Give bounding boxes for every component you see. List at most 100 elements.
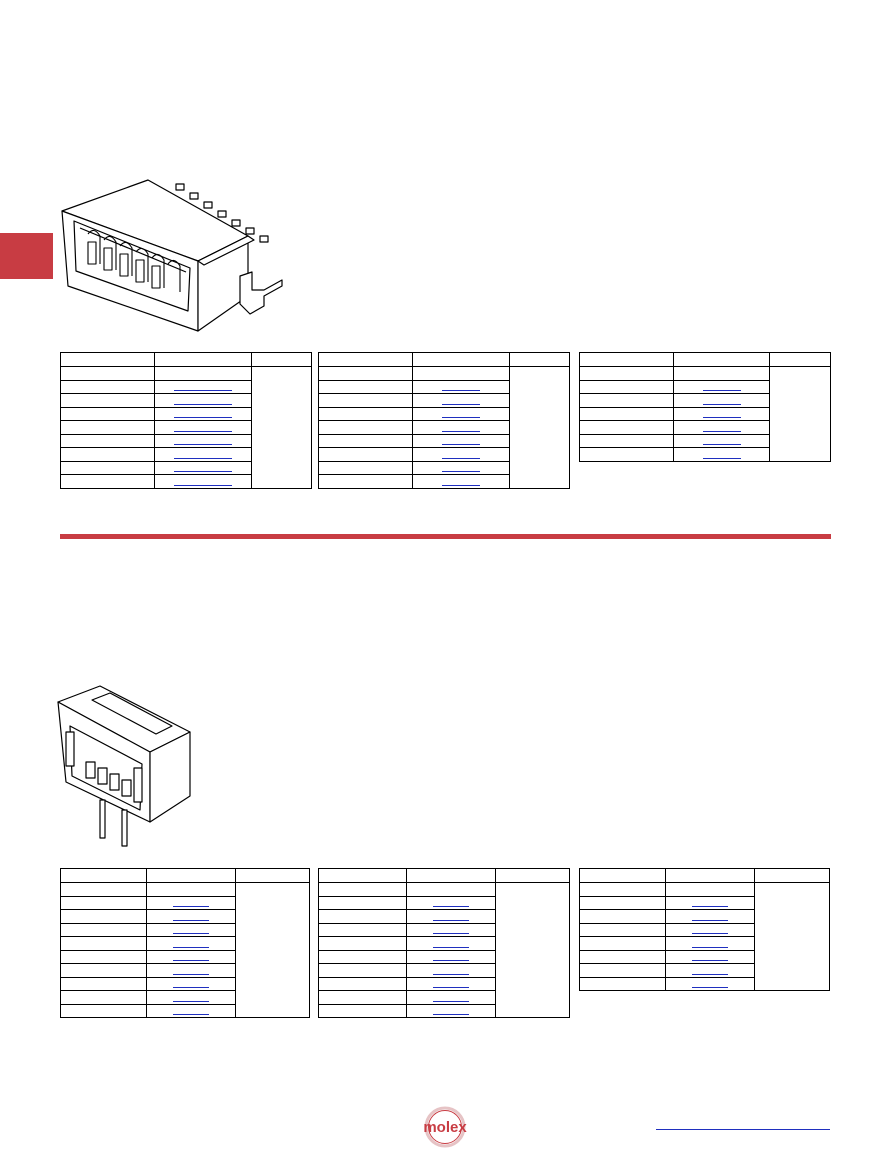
part-number-link[interactable] — [673, 379, 770, 394]
part-number-link[interactable] — [146, 922, 236, 937]
part-number-link[interactable] — [412, 393, 510, 408]
table-row — [318, 1003, 570, 1018]
part-number-link[interactable] — [154, 420, 252, 435]
table-row — [60, 366, 312, 489]
table-row — [579, 393, 831, 408]
part-number-link[interactable] — [406, 936, 496, 951]
table-row — [579, 379, 831, 394]
table-header-row — [60, 352, 312, 367]
table-row — [60, 882, 310, 1018]
top-table-2 — [318, 352, 570, 489]
part-number-link[interactable] — [412, 406, 510, 421]
table-row — [60, 1003, 310, 1018]
section-divider — [60, 534, 831, 539]
part-number-link[interactable] — [406, 990, 496, 1005]
table-header-row — [60, 868, 310, 883]
table-row — [60, 433, 312, 448]
part-number-link[interactable] — [665, 922, 755, 937]
table-row — [318, 922, 570, 937]
bottom-table-1 — [60, 868, 310, 1018]
table-row — [60, 976, 310, 991]
part-number-link[interactable] — [673, 447, 770, 462]
table-row — [318, 447, 570, 462]
top-table-1 — [60, 352, 312, 489]
table-row — [60, 379, 312, 394]
table-row — [579, 895, 830, 910]
table-row — [579, 366, 831, 462]
part-number-link[interactable] — [146, 949, 236, 964]
bottom-table-2 — [318, 868, 570, 1018]
part-number-link[interactable] — [406, 963, 496, 978]
part-number-link[interactable] — [154, 393, 252, 408]
table-header-row — [318, 868, 570, 883]
table-row — [60, 474, 312, 489]
table-row — [318, 936, 570, 951]
part-number-link[interactable] — [665, 963, 755, 978]
part-number-link[interactable] — [412, 379, 510, 394]
bottom-table-3 — [579, 868, 830, 991]
part-number-link[interactable] — [154, 460, 252, 475]
part-number-link[interactable] — [146, 895, 236, 910]
table-row — [579, 447, 831, 462]
part-number-link[interactable] — [154, 447, 252, 462]
part-number-link[interactable] — [406, 909, 496, 924]
part-number-link[interactable] — [406, 949, 496, 964]
part-number-link[interactable] — [154, 406, 252, 421]
part-number-link[interactable] — [665, 895, 755, 910]
section-side-tab — [0, 233, 53, 279]
part-number-link[interactable] — [406, 976, 496, 991]
part-number-link[interactable] — [146, 976, 236, 991]
table-header-row — [579, 352, 831, 367]
through-hole-connector-drawing — [52, 682, 197, 850]
part-number-link[interactable] — [154, 433, 252, 448]
part-number-link[interactable] — [154, 474, 252, 489]
top-table-3 — [579, 352, 831, 462]
molex-logo[interactable]: molex — [409, 1105, 481, 1149]
table-row — [60, 420, 312, 435]
part-number-link[interactable] — [406, 922, 496, 937]
table-row — [318, 433, 570, 448]
part-number-link[interactable] — [146, 936, 236, 951]
table-header-row — [579, 868, 830, 883]
table-row — [318, 460, 570, 475]
smt-connector-drawing — [58, 176, 288, 336]
part-number-link[interactable] — [665, 949, 755, 964]
part-number-link[interactable] — [412, 447, 510, 462]
table-row — [318, 474, 570, 489]
part-number-link[interactable] — [665, 909, 755, 924]
part-number-link[interactable] — [673, 406, 770, 421]
part-number-link[interactable] — [406, 1003, 496, 1018]
part-number-link[interactable] — [412, 433, 510, 448]
table-row — [579, 433, 831, 448]
part-number-link[interactable] — [665, 936, 755, 951]
part-number-link[interactable] — [412, 460, 510, 475]
logo-text: molex — [423, 1119, 467, 1136]
table-row — [60, 406, 312, 421]
table-row — [318, 393, 570, 408]
table-row — [579, 976, 830, 991]
table-row — [579, 963, 830, 978]
table-row — [60, 447, 312, 462]
table-row — [60, 393, 312, 408]
part-number-link[interactable] — [673, 433, 770, 448]
part-number-link[interactable] — [146, 909, 236, 924]
part-number-link[interactable] — [673, 420, 770, 435]
part-number-link[interactable] — [406, 895, 496, 910]
part-number-link[interactable] — [154, 379, 252, 394]
table-row — [318, 420, 570, 435]
table-row — [579, 420, 831, 435]
table-row — [318, 882, 570, 1018]
part-number-link[interactable] — [412, 420, 510, 435]
footer-website-link[interactable] — [656, 1129, 830, 1130]
part-number-link[interactable] — [412, 474, 510, 489]
part-number-link[interactable] — [146, 990, 236, 1005]
part-number-link[interactable] — [146, 1003, 236, 1018]
part-number-link[interactable] — [673, 393, 770, 408]
table-row — [60, 460, 312, 475]
table-row — [579, 406, 831, 421]
table-row — [318, 366, 570, 489]
table-row — [318, 379, 570, 394]
part-number-link[interactable] — [665, 976, 755, 991]
part-number-link[interactable] — [146, 963, 236, 978]
table-row — [579, 936, 830, 951]
